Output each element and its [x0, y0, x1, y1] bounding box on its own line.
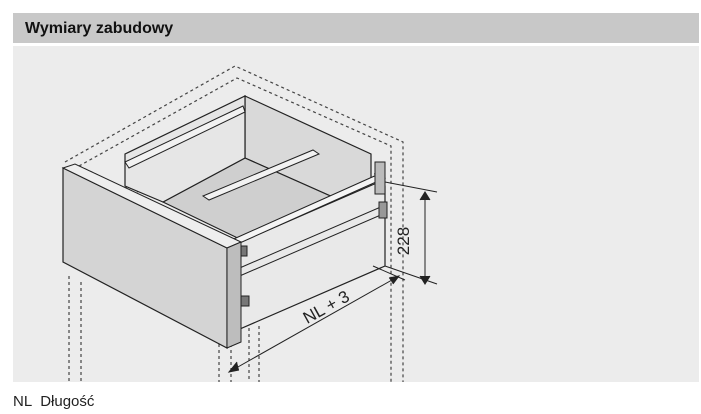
rail-line-lower — [234, 213, 384, 279]
panel-title: Wymiary zabudowy — [25, 20, 174, 37]
width-dimension — [227, 265, 406, 373]
legend-footer: NL Długość — [13, 382, 699, 414]
legend-description: Długość — [40, 393, 95, 410]
drawer-cabinet-drawing: 228 NL + 3 — [61, 65, 438, 382]
rail-line — [234, 205, 384, 271]
panel-header: Wymiary zabudowy — [13, 13, 699, 43]
left-runner — [124, 105, 246, 169]
height-dimension-label: 228 — [394, 227, 413, 255]
side-bracket — [378, 201, 388, 219]
height-dimension — [384, 181, 438, 285]
legend-abbreviation: NL — [13, 393, 33, 410]
cross-rail — [201, 149, 321, 201]
drawing-area: 228 NL + 3 — [13, 46, 699, 382]
rear-connector — [374, 161, 386, 195]
drawer-front-side-edge — [226, 241, 242, 349]
legend-row: NL Długość — [13, 393, 94, 410]
